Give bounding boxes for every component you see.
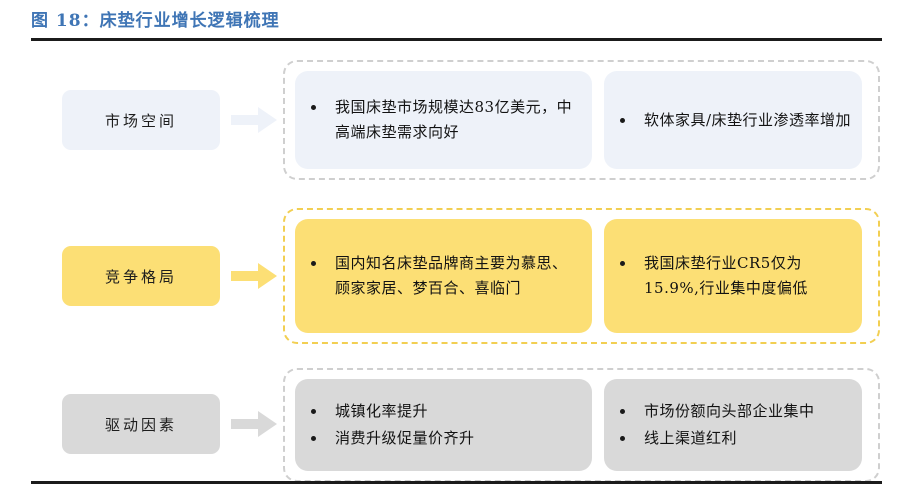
group-container-competition: 国内知名床垫品牌商主要为慕思、顾家家居、梦百合、喜临门 我国床垫行业CR5仅为1… (283, 208, 880, 344)
title-divider (31, 38, 882, 41)
list-item: 软体家具/床垫行业渗透率增加 (610, 108, 852, 133)
list-item: 我国床垫市场规模达83亿美元，中高端床垫需求向好 (301, 95, 582, 145)
list-item: 我国床垫行业CR5仅为15.9%,行业集中度偏低 (610, 251, 852, 301)
bullet-text: 城镇化率提升 (335, 402, 429, 420)
category-label: 市场空间 (104, 111, 177, 130)
list-item: 城镇化率提升 (301, 399, 582, 424)
bullet-text: 我国床垫行业CR5仅为15.9%,行业集中度偏低 (644, 254, 808, 297)
bullet-list: 城镇化率提升 消费升级促量价齐升 (301, 399, 582, 451)
arrow-right-icon-row-2 (231, 410, 277, 438)
bullet-dot-icon (311, 436, 316, 441)
page-title: 图 18：床垫行业增长逻辑梳理 (31, 11, 280, 31)
list-item: 线上渠道红利 (610, 426, 852, 451)
growth-logic-diagram: 市场空间 我国床垫市场规模达83亿美元，中高端床垫需求向好 软体家具/床垫行业渗… (0, 46, 913, 482)
bullet-text: 我国床垫市场规模达83亿美元，中高端床垫需求向好 (335, 98, 573, 141)
group-container-market-space: 我国床垫市场规模达83亿美元，中高端床垫需求向好 软体家具/床垫行业渗透率增加 (283, 60, 880, 180)
content-card-1-0[interactable]: 国内知名床垫品牌商主要为慕思、顾家家居、梦百合、喜临门 (295, 219, 592, 333)
group-container-drivers: 城镇化率提升 消费升级促量价齐升 市场份额向头部企业集中 线上渠道红利 (283, 368, 880, 482)
bullet-dot-icon (311, 261, 316, 266)
content-card-2-0[interactable]: 城镇化率提升 消费升级促量价齐升 (295, 379, 592, 471)
bullet-list: 国内知名床垫品牌商主要为慕思、顾家家居、梦百合、喜临门 (301, 251, 582, 301)
content-card-1-1[interactable]: 我国床垫行业CR5仅为15.9%,行业集中度偏低 (604, 219, 862, 333)
category-label: 竞争格局 (104, 267, 177, 286)
content-card-0-1[interactable]: 软体家具/床垫行业渗透率增加 (604, 71, 862, 169)
bullet-list: 软体家具/床垫行业渗透率增加 (610, 108, 852, 133)
bullet-list: 我国床垫行业CR5仅为15.9%,行业集中度偏低 (610, 251, 852, 301)
list-item: 国内知名床垫品牌商主要为慕思、顾家家居、梦百合、喜临门 (301, 251, 582, 301)
bottom-divider (31, 481, 882, 484)
category-chip-drivers[interactable]: 驱动因素 (62, 394, 220, 454)
category-chip-competition[interactable]: 竞争格局 (62, 246, 220, 306)
arrow-right-icon-row-1 (231, 262, 277, 290)
content-card-2-1[interactable]: 市场份额向头部企业集中 线上渠道红利 (604, 379, 862, 471)
list-item: 市场份额向头部企业集中 (610, 399, 852, 424)
bullet-dot-icon (620, 409, 625, 414)
bullet-text: 消费升级促量价齐升 (335, 429, 475, 447)
figure-header: 图 18：床垫行业增长逻辑梳理 (31, 8, 882, 41)
list-item: 消费升级促量价齐升 (301, 426, 582, 451)
category-chip-market-space[interactable]: 市场空间 (62, 90, 220, 150)
bullet-text: 线上渠道红利 (644, 429, 738, 447)
bullet-dot-icon (311, 105, 316, 110)
content-card-0-0[interactable]: 我国床垫市场规模达83亿美元，中高端床垫需求向好 (295, 71, 592, 169)
bullet-text: 软体家具/床垫行业渗透率增加 (644, 110, 852, 129)
arrow-right-icon-row-0 (231, 106, 277, 134)
category-label: 驱动因素 (104, 415, 177, 434)
bullet-list: 市场份额向头部企业集中 线上渠道红利 (610, 399, 852, 451)
bullet-text: 国内知名床垫品牌商主要为慕思、顾家家居、梦百合、喜临门 (335, 254, 568, 297)
bullet-dot-icon (620, 436, 625, 441)
bullet-dot-icon (311, 409, 316, 414)
bullet-dot-icon (620, 261, 625, 266)
bullet-dot-icon (620, 117, 625, 123)
bullet-list: 我国床垫市场规模达83亿美元，中高端床垫需求向好 (301, 95, 582, 145)
bullet-text: 市场份额向头部企业集中 (644, 402, 815, 420)
